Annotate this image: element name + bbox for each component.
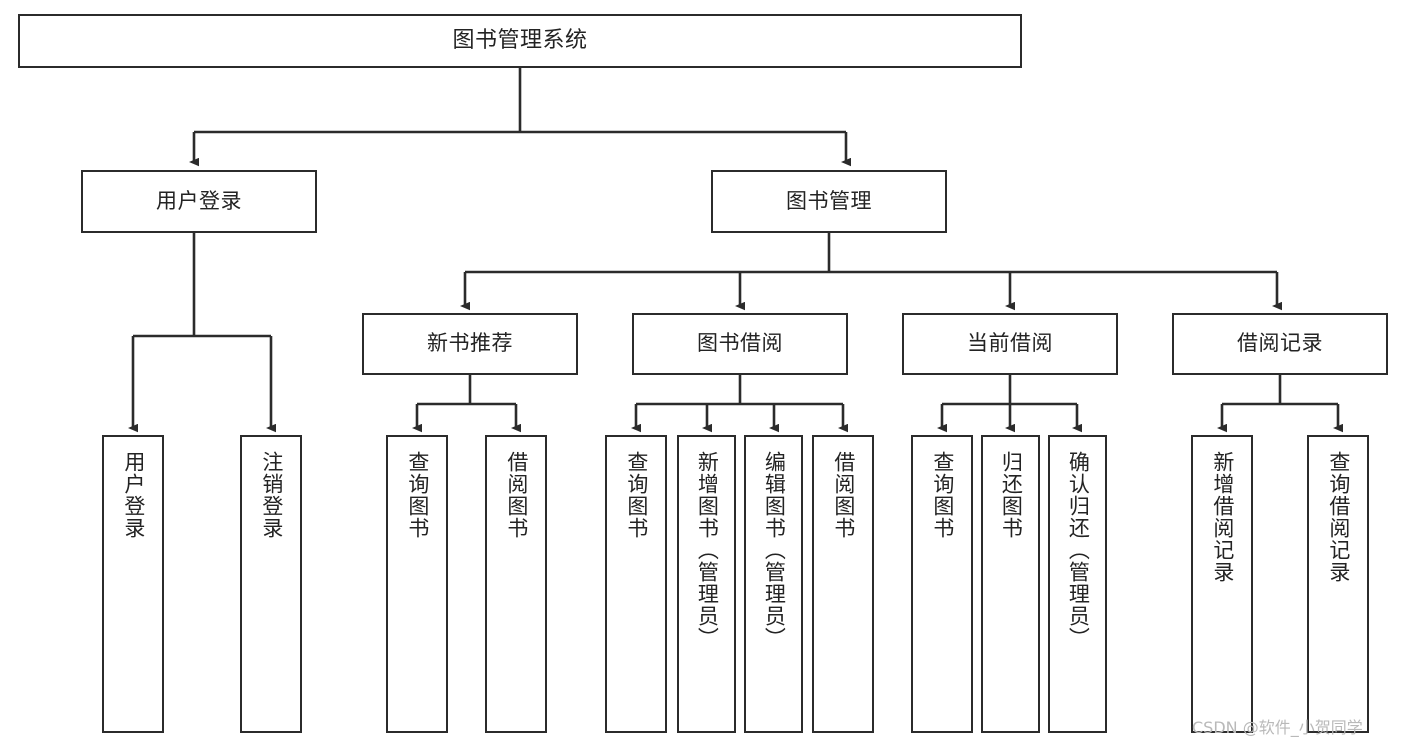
node-label: 当前借阅	[967, 331, 1053, 356]
node-label: 用户登录	[121, 451, 146, 539]
node-label: 新增图书（管理员）	[695, 451, 720, 649]
leaf-user-login-logout[interactable]: 注销登录	[240, 435, 302, 733]
node-label: 查询图书	[624, 451, 649, 539]
leaf-current-borrow-confirm-return-admin[interactable]: 确认归还（管理员）	[1048, 435, 1107, 733]
leaf-current-borrow-query-books[interactable]: 查询图书	[911, 435, 973, 733]
node-label: 查询借阅记录	[1326, 451, 1351, 583]
node-label: 图书借阅	[697, 331, 783, 356]
node-label: 借阅图书	[504, 451, 529, 539]
leaf-book-borrow-edit-book-admin[interactable]: 编辑图书（管理员）	[744, 435, 803, 733]
node-label: 新书推荐	[427, 331, 513, 356]
node-root-library-management-system[interactable]: 图书管理系统	[18, 14, 1022, 68]
node-label: 新增借阅记录	[1210, 451, 1235, 583]
leaf-new-book-query-books[interactable]: 查询图书	[386, 435, 448, 733]
leaf-current-borrow-return-books[interactable]: 归还图书	[981, 435, 1040, 733]
node-label: 查询图书	[930, 451, 955, 539]
leaf-book-borrow-borrow-books[interactable]: 借阅图书	[812, 435, 874, 733]
leaf-borrow-record-add-record[interactable]: 新增借阅记录	[1191, 435, 1253, 733]
node-user-login[interactable]: 用户登录	[81, 170, 317, 233]
node-label: 借阅图书	[831, 451, 856, 539]
node-label: 编辑图书（管理员）	[762, 451, 787, 649]
node-label: 归还图书	[999, 451, 1024, 539]
node-borrow-record[interactable]: 借阅记录	[1172, 313, 1388, 375]
node-label: 图书管理系统	[452, 27, 588, 53]
node-label: 用户登录	[156, 188, 242, 213]
node-new-book-recommend[interactable]: 新书推荐	[362, 313, 578, 375]
node-label: 注销登录	[259, 451, 284, 539]
leaf-book-borrow-add-book-admin[interactable]: 新增图书（管理员）	[677, 435, 736, 733]
node-current-borrow[interactable]: 当前借阅	[902, 313, 1118, 375]
leaf-new-book-borrow-books[interactable]: 借阅图书	[485, 435, 547, 733]
leaf-user-login-login[interactable]: 用户登录	[102, 435, 164, 733]
node-book-management[interactable]: 图书管理	[711, 170, 947, 233]
leaf-book-borrow-query-books[interactable]: 查询图书	[605, 435, 667, 733]
node-label: 确认归还（管理员）	[1066, 451, 1091, 649]
node-label: 查询图书	[405, 451, 430, 539]
node-label: 图书管理	[786, 188, 872, 213]
csdn-watermark: CSDN @软件_小贺同学	[1192, 718, 1363, 737]
node-label: 借阅记录	[1237, 331, 1323, 356]
leaf-borrow-record-query-record[interactable]: 查询借阅记录	[1307, 435, 1369, 733]
node-book-borrow[interactable]: 图书借阅	[632, 313, 848, 375]
